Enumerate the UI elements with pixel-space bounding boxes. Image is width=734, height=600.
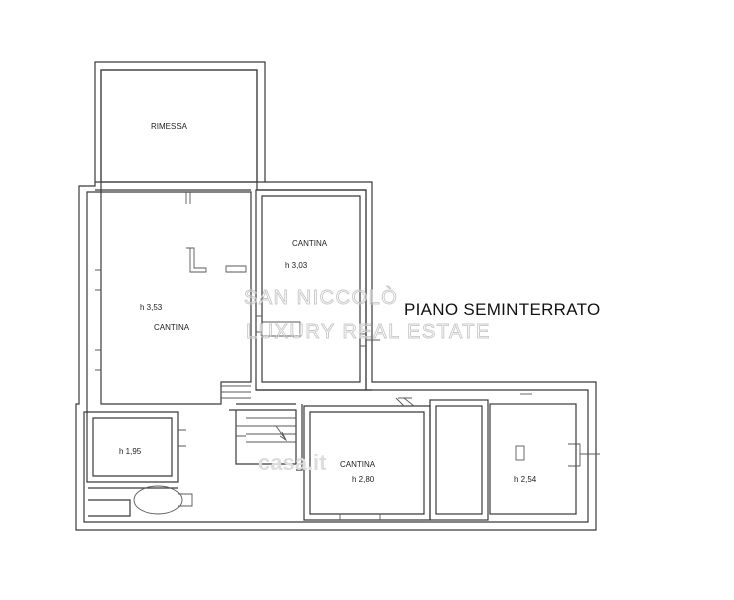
cantina-right-label: CANTINA: [292, 239, 328, 248]
east-room: [489, 393, 600, 515]
stair-area: [229, 409, 297, 465]
floor-title: PIANO SEMINTERRATO: [404, 300, 601, 319]
middle-narrow-room: [429, 399, 489, 521]
mid-south-wall: [236, 389, 372, 471]
cantina-large-room: [95, 191, 252, 405]
watermark-brand-line2: LUXURY REAL ESTATE: [246, 321, 491, 343]
watermark-brand: SAN NICCOLÒ LUXURY REAL ESTATE casa.it: [244, 286, 491, 475]
rimessa-label: RIMESSA: [151, 122, 188, 131]
watermark-site: casa.it: [258, 450, 327, 475]
east-room-height: h 2,54: [514, 475, 537, 484]
small-room: [86, 411, 186, 483]
cantina-large-label: CANTINA: [154, 323, 190, 332]
cantina-bottom-height: h 2,80: [352, 475, 375, 484]
cantina-right-height: h 3,03: [285, 261, 308, 270]
wall-rimessa-cantina: [95, 181, 265, 191]
watermark-brand-line1: SAN NICCOLÒ: [244, 286, 398, 309]
bottom-left-area: [88, 485, 193, 517]
cantina-bottom-label: CANTINA: [340, 460, 376, 469]
small-room-height: h 1,95: [119, 447, 142, 456]
cantina-large-height: h 3,53: [140, 303, 163, 312]
